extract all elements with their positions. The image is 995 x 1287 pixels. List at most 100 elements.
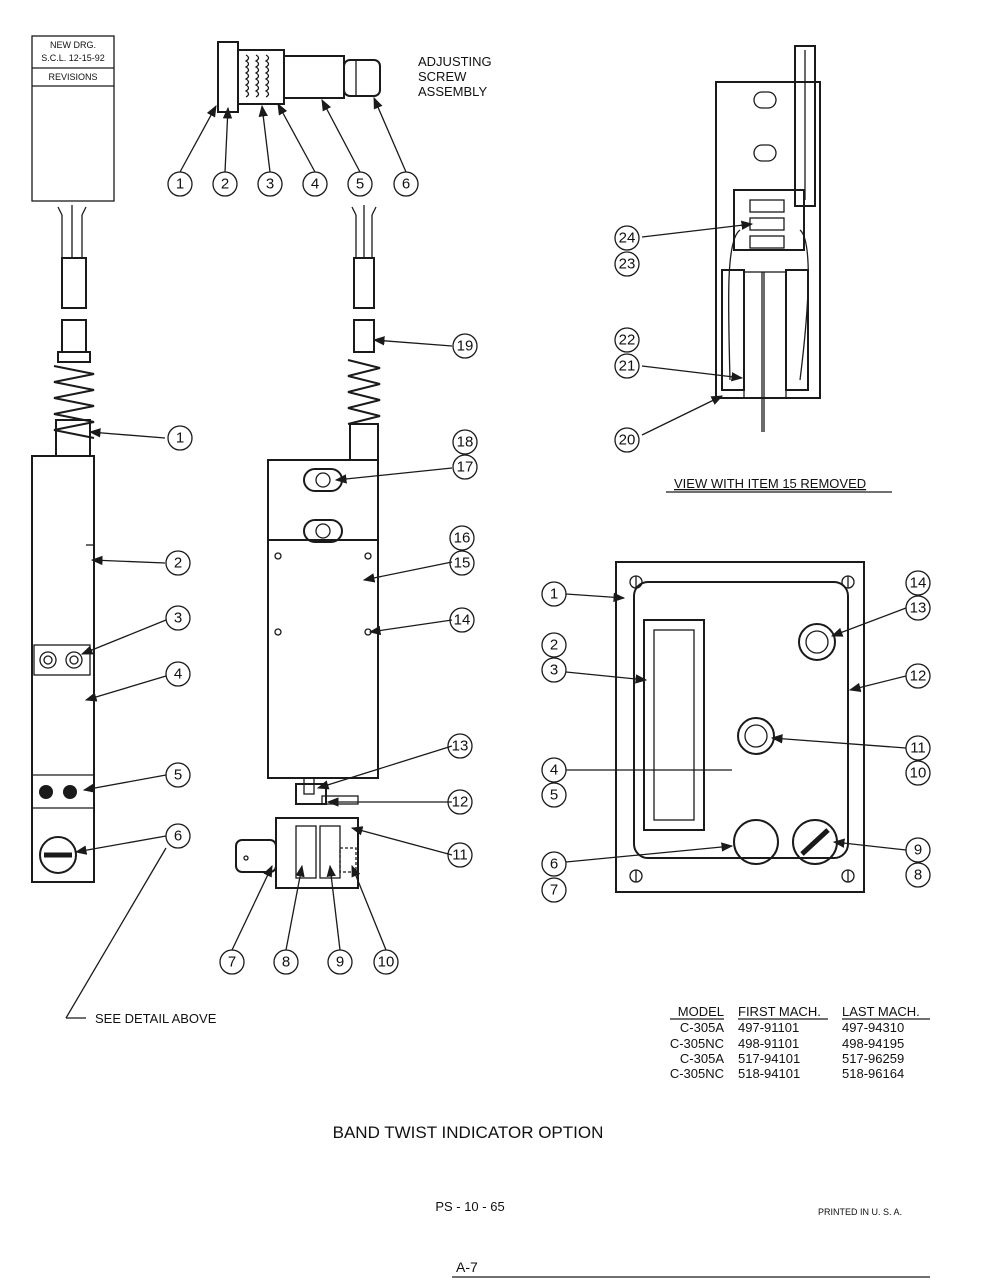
svg-text:4: 4 bbox=[174, 666, 182, 683]
svg-text:7: 7 bbox=[228, 954, 236, 971]
svg-text:11: 11 bbox=[452, 847, 468, 864]
svg-text:2: 2 bbox=[550, 637, 558, 654]
svg-text:12: 12 bbox=[452, 794, 469, 811]
svg-text:12: 12 bbox=[910, 668, 927, 685]
callout-panel-2: 2 bbox=[541, 632, 567, 658]
callout-removed-24: 24 bbox=[614, 225, 640, 251]
callout-panel-13: 13 bbox=[905, 595, 931, 621]
callout-front-16: 16 bbox=[449, 525, 475, 551]
page-title: BAND TWIST INDICATOR OPTION bbox=[333, 1123, 604, 1142]
adjusting-screw-title-2: SCREW bbox=[418, 69, 467, 84]
callout-panel-14: 14 bbox=[905, 570, 931, 596]
callout-panel-8: 8 bbox=[905, 862, 931, 888]
table-row-1-first: 497-91101 bbox=[738, 1020, 799, 1035]
svg-text:6: 6 bbox=[402, 176, 410, 193]
svg-text:17: 17 bbox=[457, 459, 474, 476]
svg-text:5: 5 bbox=[550, 787, 558, 804]
callout-front-8: 8 bbox=[273, 949, 299, 975]
svg-text:1: 1 bbox=[176, 176, 184, 193]
callout-panel-3: 3 bbox=[541, 657, 567, 683]
callout-front-17: 17 bbox=[452, 454, 478, 480]
table-row-4-last: 518-96164 bbox=[842, 1066, 904, 1081]
revision-box: NEW DRG. S.C.L. 12-15-92 REVISIONS bbox=[31, 35, 115, 202]
callout-screw-6: 6 bbox=[393, 171, 419, 197]
callout-removed-22: 22 bbox=[614, 327, 640, 353]
svg-text:24: 24 bbox=[619, 230, 636, 247]
callout-panel-6: 6 bbox=[541, 851, 567, 877]
callout-front-7: 7 bbox=[219, 949, 245, 975]
svg-text:9: 9 bbox=[914, 842, 922, 859]
callout-panel-7: 7 bbox=[541, 877, 567, 903]
front-view: 19 18 17 16 15 14 13 12 11 7 8 9 10 bbox=[219, 205, 478, 975]
svg-text:3: 3 bbox=[174, 610, 182, 627]
callout-side-6: 6 bbox=[165, 823, 191, 849]
svg-text:3: 3 bbox=[550, 662, 558, 679]
svg-text:6: 6 bbox=[550, 856, 558, 873]
callout-screw-1: 1 bbox=[167, 171, 193, 197]
table-header-model: MODEL bbox=[678, 1004, 724, 1019]
svg-text:1: 1 bbox=[176, 430, 184, 447]
callout-front-10: 10 bbox=[373, 949, 399, 975]
svg-text:8: 8 bbox=[914, 867, 922, 884]
callout-front-9: 9 bbox=[327, 949, 353, 975]
page-number: A-7 bbox=[456, 1259, 478, 1275]
callout-front-15: 15 bbox=[449, 550, 475, 576]
side-view: SEE DETAIL ABOVE 1 2 3 4 5 6 bbox=[31, 205, 217, 1026]
svg-text:5: 5 bbox=[174, 767, 182, 784]
callout-front-12: 12 bbox=[447, 789, 473, 815]
adjusting-screw-title-3: ASSEMBLY bbox=[418, 84, 487, 99]
printed-in-label: PRINTED IN U. S. A. bbox=[818, 1207, 902, 1217]
adjusting-screw-assembly: ADJUSTING SCREW ASSEMBLY 1 2 3 4 5 6 bbox=[167, 41, 492, 197]
table-header-last: LAST MACH. bbox=[842, 1004, 920, 1019]
svg-text:19: 19 bbox=[457, 338, 474, 355]
page-code: PS - 10 - 65 bbox=[435, 1199, 504, 1214]
svg-text:8: 8 bbox=[282, 954, 290, 971]
callout-screw-2: 2 bbox=[212, 171, 238, 197]
svg-text:10: 10 bbox=[378, 954, 395, 971]
callout-panel-11: 11 bbox=[905, 735, 931, 761]
callout-front-19: 19 bbox=[452, 333, 478, 359]
revision-line-3: REVISIONS bbox=[48, 72, 97, 82]
table-row-3-model: C-305A bbox=[680, 1051, 724, 1066]
svg-text:23: 23 bbox=[619, 256, 636, 273]
svg-text:14: 14 bbox=[454, 612, 471, 629]
table-row-3-first: 517-94101 bbox=[738, 1051, 800, 1066]
svg-text:3: 3 bbox=[266, 176, 274, 193]
callout-side-5: 5 bbox=[165, 762, 191, 788]
callout-panel-5: 5 bbox=[541, 782, 567, 808]
callout-panel-9: 9 bbox=[905, 837, 931, 863]
callout-front-14: 14 bbox=[449, 607, 475, 633]
callout-panel-1: 1 bbox=[541, 581, 567, 607]
callout-side-1: 1 bbox=[167, 425, 193, 451]
callout-panel-4: 4 bbox=[541, 757, 567, 783]
callout-front-1: 18 bbox=[452, 429, 478, 455]
svg-text:6: 6 bbox=[174, 828, 182, 845]
callout-removed-23: 23 bbox=[614, 251, 640, 277]
svg-text:5: 5 bbox=[356, 176, 364, 193]
see-detail-label: SEE DETAIL ABOVE bbox=[95, 1011, 217, 1026]
revision-line-2: S.C.L. 12-15-92 bbox=[41, 53, 105, 63]
table-row-2-first: 498-91101 bbox=[738, 1036, 799, 1051]
callout-screw-4: 4 bbox=[302, 171, 328, 197]
callout-removed-20: 20 bbox=[614, 427, 640, 453]
svg-text:2: 2 bbox=[174, 555, 182, 572]
callout-panel-12: 12 bbox=[905, 663, 931, 689]
svg-text:11: 11 bbox=[910, 740, 926, 757]
svg-text:18: 18 bbox=[457, 434, 474, 451]
table-row-2-model: C-305NC bbox=[670, 1036, 724, 1051]
svg-text:21: 21 bbox=[619, 358, 636, 375]
panel-view: 1 2 3 4 5 6 7 14 13 12 11 10 9 8 bbox=[541, 561, 931, 903]
svg-text:10: 10 bbox=[910, 765, 927, 782]
svg-text:13: 13 bbox=[910, 600, 927, 617]
table-row-4-first: 518-94101 bbox=[738, 1066, 800, 1081]
callout-side-4: 4 bbox=[165, 661, 191, 687]
callout-front-13: 13 bbox=[447, 733, 473, 759]
revision-line-1: NEW DRG. bbox=[50, 40, 96, 50]
table-row-4-model: C-305NC bbox=[670, 1066, 724, 1081]
svg-text:4: 4 bbox=[550, 762, 558, 779]
callout-side-3: 3 bbox=[165, 605, 191, 631]
svg-text:9: 9 bbox=[336, 954, 344, 971]
svg-text:20: 20 bbox=[619, 432, 636, 449]
callout-front-11: 11 bbox=[447, 842, 473, 868]
